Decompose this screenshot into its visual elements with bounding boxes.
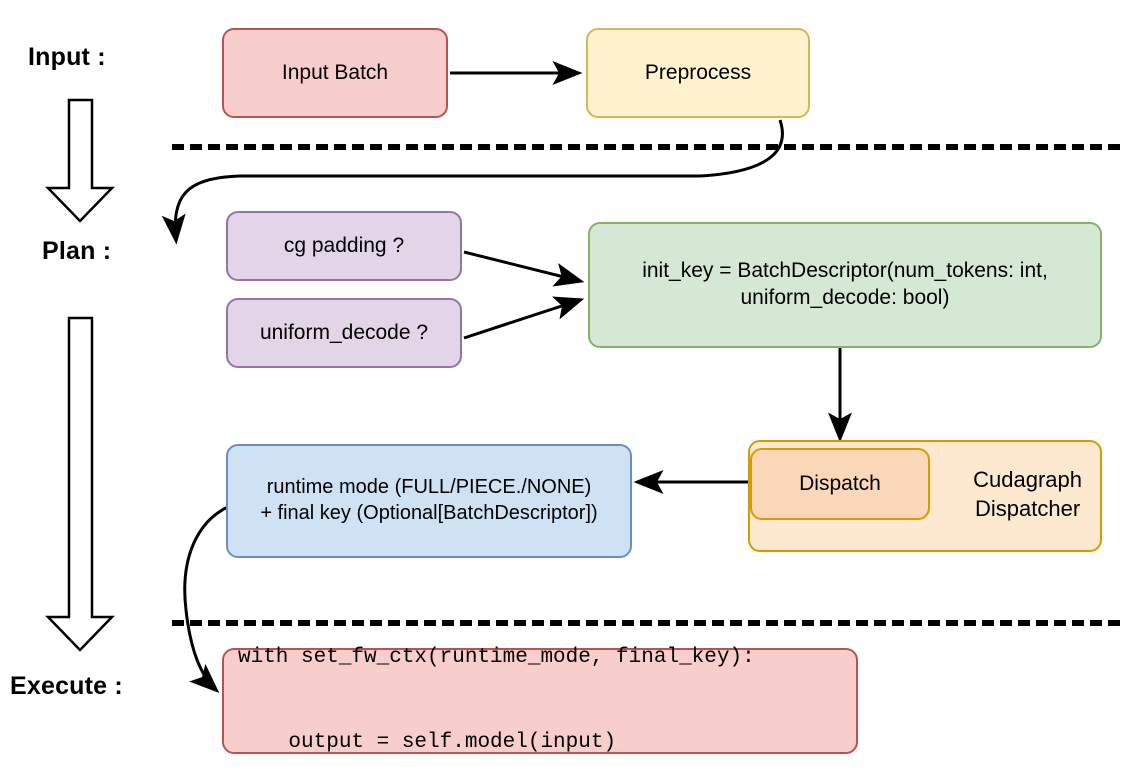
node-cudagraph-dispatcher-line2: Dispatcher bbox=[974, 495, 1081, 521]
edge-uniform-decode-to-init-key bbox=[463, 296, 585, 340]
node-runtime-mode-line1: runtime mode (FULL/PIECE./NONE) bbox=[266, 476, 592, 499]
node-init-key-line2: uniform_decode: bool) bbox=[740, 286, 950, 309]
input-plan-separator bbox=[172, 144, 1120, 150]
node-preprocess-label: Preprocess bbox=[644, 60, 752, 84]
node-execute-code-line1: with set_fw_ctx(runtime_mode, final_key)… bbox=[238, 646, 755, 670]
node-init-key-text: init_key = BatchDescriptor(num_tokens: i… bbox=[642, 258, 1048, 312]
node-init-key-line1: init_key = BatchDescriptor(num_tokens: i… bbox=[642, 259, 1048, 283]
stage-label-input: Input : bbox=[28, 43, 106, 71]
node-input-batch[interactable]: Input Batch bbox=[222, 28, 448, 118]
stage-label-plan: Plan : bbox=[42, 237, 112, 265]
stage-label-execute: Execute : bbox=[10, 672, 123, 700]
node-cudagraph-dispatcher-line1: Cudagraph bbox=[973, 467, 1082, 492]
edge-cg-padding-to-init-key bbox=[463, 250, 585, 287]
node-execute-code-line2: output = self.model(input) bbox=[238, 731, 617, 755]
plan-to-execute-arrow bbox=[45, 316, 115, 652]
node-execute-code-text: with set_fw_ctx(runtime_mode, final_key)… bbox=[238, 588, 755, 770]
node-cg-padding-label: cg padding ? bbox=[283, 233, 405, 257]
node-cudagraph-dispatcher-text: Cudagraph Dispatcher bbox=[973, 466, 1082, 523]
node-preprocess[interactable]: Preprocess bbox=[586, 28, 810, 118]
node-input-batch-label: Input Batch bbox=[281, 60, 389, 84]
node-execute-code[interactable]: with set_fw_ctx(runtime_mode, final_key)… bbox=[222, 646, 858, 754]
node-uniform-decode-label: uniform_decode ? bbox=[259, 320, 429, 344]
node-runtime-mode-line2: + final key (Optional[BatchDescriptor]) bbox=[260, 502, 598, 524]
input-to-plan-arrow bbox=[45, 98, 115, 223]
node-init-key[interactable]: init_key = BatchDescriptor(num_tokens: i… bbox=[588, 222, 1102, 348]
node-cg-padding[interactable]: cg padding ? bbox=[226, 211, 462, 281]
plan-execute-separator bbox=[172, 620, 1120, 626]
node-runtime-mode[interactable]: runtime mode (FULL/PIECE./NONE) + final … bbox=[226, 444, 632, 558]
node-dispatch-label: Dispatch bbox=[799, 471, 881, 495]
node-uniform-decode[interactable]: uniform_decode ? bbox=[226, 298, 462, 368]
node-dispatch[interactable]: Dispatch bbox=[750, 448, 930, 520]
node-runtime-mode-text: runtime mode (FULL/PIECE./NONE) + final … bbox=[260, 475, 597, 526]
